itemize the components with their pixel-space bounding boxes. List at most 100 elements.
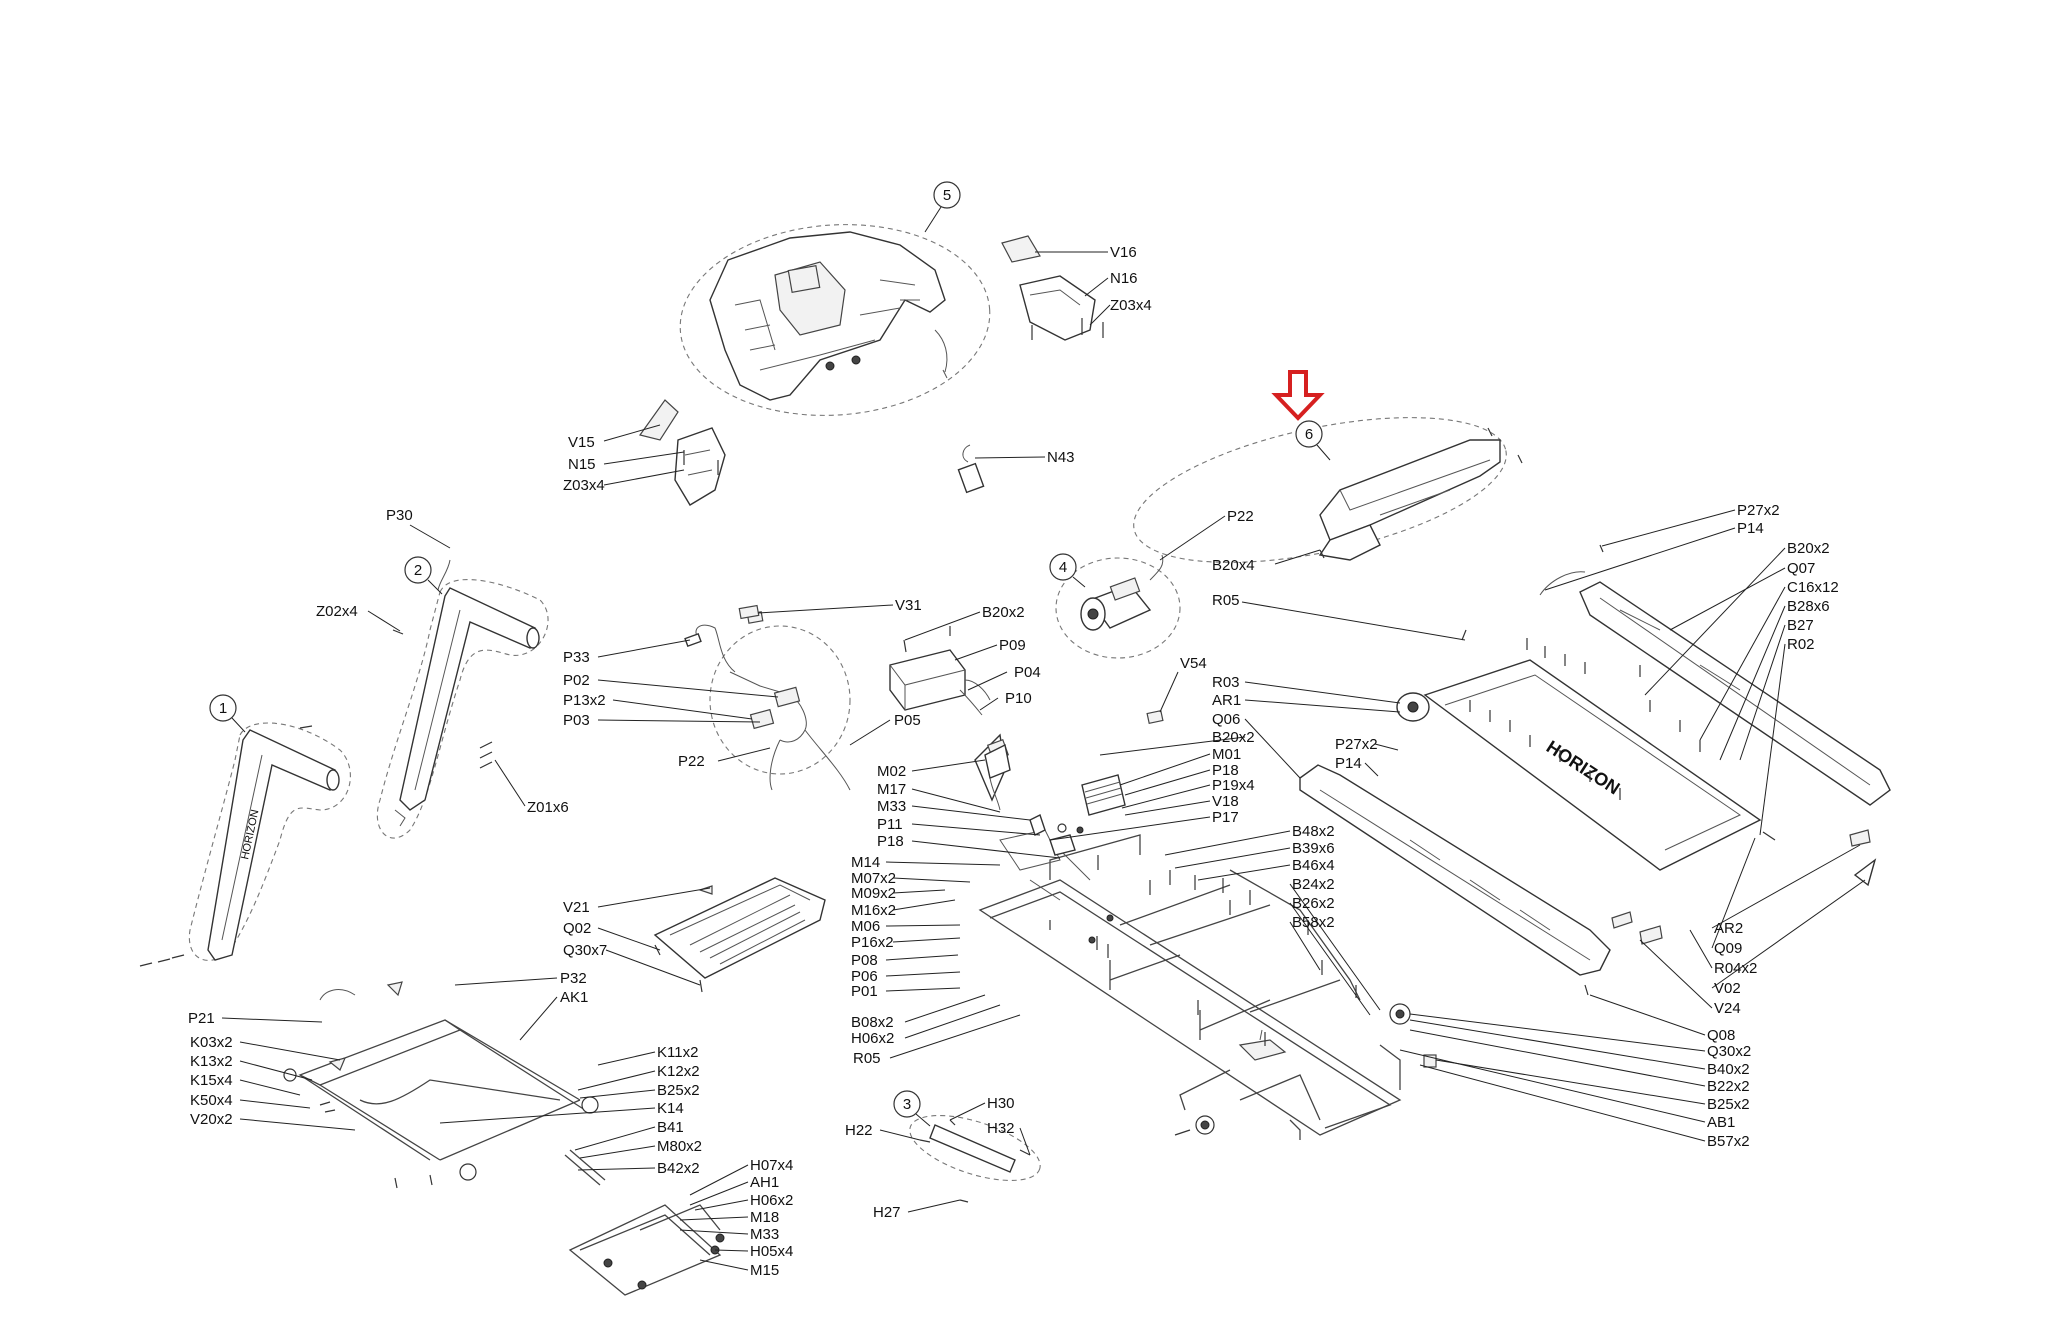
assembly-3-number: 3	[903, 1096, 911, 1113]
callout-q30x2: Q30x2	[1707, 1043, 1751, 1060]
callout-b26x2: B26x2	[1292, 895, 1335, 912]
assembly-3-marker: 3	[893, 1090, 931, 1127]
callout-p32: P32	[560, 970, 587, 987]
assembly-5-number: 5	[943, 187, 951, 204]
callout-q07: Q07	[1787, 560, 1815, 577]
callout-p05: P05	[894, 712, 921, 729]
callout-p09: P09	[999, 637, 1026, 654]
callout-k15x4: K15x4	[190, 1072, 233, 1089]
assembly-6-number: 6	[1305, 426, 1313, 443]
motor-assembly	[1055, 554, 1181, 659]
callout-p17: P17	[1212, 809, 1239, 826]
v31-label-sticker	[738, 604, 760, 620]
callout-m07x2: M07x2	[851, 870, 896, 887]
callout-n16: N16	[1110, 270, 1138, 287]
safety-key	[957, 444, 985, 494]
callout-p33: P33	[563, 649, 590, 666]
right-upright-assembly	[376, 559, 549, 839]
callout-b48x2: B48x2	[1292, 823, 1335, 840]
callout-ar2: AR2	[1714, 920, 1743, 937]
controller-wiring	[684, 611, 851, 791]
callout-v54: V54	[1180, 655, 1207, 672]
callout-v02: V02	[1714, 980, 1741, 997]
callout-k13x2: K13x2	[190, 1053, 233, 1070]
callout-p10: P10	[1005, 690, 1032, 707]
left-side-rail	[1299, 764, 1611, 976]
callout-b46x4: B46x4	[1292, 857, 1335, 874]
main-frame	[978, 834, 1437, 1140]
callout-r05-bottom: R05	[853, 1050, 881, 1067]
callout-m02: M02	[877, 763, 906, 780]
callout-p06: P06	[851, 968, 878, 985]
callout-p18-center: P18	[1212, 762, 1239, 779]
callout-m14: M14	[851, 854, 880, 871]
callout-b39x6: B39x6	[1292, 840, 1335, 857]
callout-h30: H30	[987, 1095, 1015, 1112]
callout-ak1: AK1	[560, 989, 588, 1006]
assembly-4-number: 4	[1059, 559, 1067, 576]
callout-m80x2: M80x2	[657, 1138, 702, 1155]
callout-ar1: AR1	[1212, 692, 1241, 709]
callout-b57x2: B57x2	[1707, 1133, 1750, 1150]
callout-z01x6: Z01x6	[527, 799, 569, 816]
callout-p14-rail: P14	[1737, 520, 1764, 537]
callout-b20x2-rail: B20x2	[1787, 540, 1830, 557]
callout-z03x4-right: Z03x4	[1110, 297, 1152, 314]
callout-b58x2: B58x2	[1292, 914, 1335, 931]
callout-p27x2-center: P27x2	[1335, 736, 1378, 753]
assembly-5-marker: 5	[924, 181, 961, 233]
callout-m33-mid: M33	[877, 798, 906, 815]
callout-p11: P11	[877, 816, 903, 833]
callout-k14: K14	[657, 1100, 684, 1117]
callout-p08: P08	[851, 952, 878, 969]
incline-lift-frame	[564, 1149, 725, 1296]
console-side-cover-left	[638, 399, 726, 506]
callout-v31: V31	[895, 597, 922, 614]
callout-k50x4: K50x4	[190, 1092, 233, 1109]
callout-m16x2: M16x2	[851, 902, 896, 919]
callout-leader-lines	[221, 251, 1866, 1271]
callout-n15: N15	[568, 456, 596, 473]
running-deck: HORIZON	[1396, 629, 1776, 871]
callout-z03x4-left: Z03x4	[563, 477, 605, 494]
callout-r03: R03	[1212, 674, 1240, 691]
callout-b27: B27	[1787, 617, 1814, 634]
callout-b25x2-right: B25x2	[1707, 1096, 1750, 1113]
callout-p30: P30	[386, 507, 413, 524]
callout-c16x12: C16x12	[1787, 579, 1839, 596]
callout-k11x2: K11x2	[657, 1044, 698, 1061]
callout-h27: H27	[873, 1204, 901, 1221]
rear-small-parts	[1584, 829, 1877, 996]
callout-p03: P03	[563, 712, 590, 729]
callout-q30x7: Q30x7	[563, 942, 607, 959]
rear-foot-assembly	[909, 1115, 1041, 1203]
callout-b20x4: B20x4	[1212, 557, 1255, 574]
callout-q02: Q02	[563, 920, 591, 937]
filter-box	[889, 626, 991, 716]
callout-m33-lift: M33	[750, 1226, 779, 1243]
right-side-rail	[1539, 544, 1891, 806]
callout-b22x2: B22x2	[1707, 1078, 1750, 1095]
callout-v15: V15	[568, 434, 595, 451]
callout-v18: V18	[1212, 793, 1239, 810]
callout-m06: M06	[851, 918, 880, 935]
base-frame	[283, 981, 599, 1189]
v54-label-sticker	[1146, 709, 1164, 725]
callout-b20x2-filter: B20x2	[982, 604, 1025, 621]
callout-m01: M01	[1212, 746, 1241, 763]
console-side-cover-right	[1001, 235, 1104, 341]
assembly-2-marker: 2	[404, 556, 443, 595]
callout-h32: H32	[987, 1120, 1015, 1137]
callout-h22: H22	[845, 1122, 873, 1139]
callout-h07x4: H07x4	[750, 1157, 793, 1174]
motor-cover-assembly	[1133, 417, 1523, 563]
callout-n43: N43	[1047, 449, 1075, 466]
assembly-2-number: 2	[414, 562, 422, 579]
callout-m15: M15	[750, 1262, 779, 1279]
assembly-number-circles: 1 2 3 4 5 6	[209, 181, 1331, 1127]
callout-labels: V16 N16 Z03x4 V15 N15 Z03x4 N43 P30 Z02x…	[188, 244, 1839, 1279]
callout-r02: R02	[1787, 636, 1815, 653]
left-upright-assembly: HORIZON	[139, 722, 351, 967]
callout-p13x2: P13x2	[563, 692, 606, 709]
